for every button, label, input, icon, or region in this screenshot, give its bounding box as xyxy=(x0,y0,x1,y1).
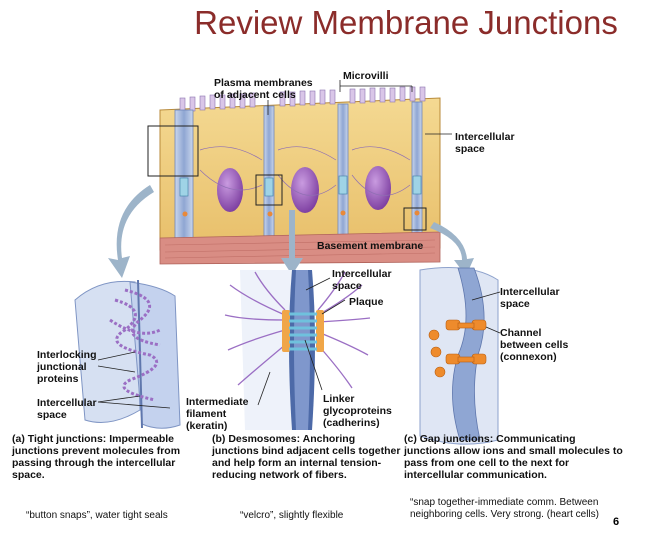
label-channel-connexon: Channel between cells (connexon) xyxy=(500,327,569,363)
caption-b-heading: (b) Desmosomes: xyxy=(212,433,301,445)
label-intercellular-space-b: Intercellular space xyxy=(332,268,392,292)
caption-tight-junctions: (a) Tight junctions: Impermeable junctio… xyxy=(12,433,202,481)
label-microvilli: Microvilli xyxy=(343,70,389,82)
caption-gap-junctions: (c) Gap junctions: Communicating junctio… xyxy=(404,433,624,481)
label-plaque: Plaque xyxy=(349,296,384,308)
panel-b-leader-lines xyxy=(257,277,346,406)
label-basement-membrane: Basement membrane xyxy=(317,240,424,252)
page-number: 6 xyxy=(613,516,620,528)
caption-a-heading: (a) Tight junctions: xyxy=(12,433,107,445)
panel-c-leader-lines xyxy=(471,291,501,334)
note-tight-junctions: “button snaps”, water tight seals xyxy=(26,510,168,521)
note-gap-junctions: “snap together-immediate comm. Between n… xyxy=(410,497,599,520)
label-intermediate-filament: Intermediate filament (keratin) xyxy=(186,396,249,432)
desmosome-illustration xyxy=(224,270,371,430)
gap-junction-illustration xyxy=(419,267,499,445)
epithelium-illustration xyxy=(147,86,441,265)
caption-c-body: Communicating junctions allow ions and s… xyxy=(404,433,623,481)
label-linker-glycoproteins: Linker glycoproteins (cadherins) xyxy=(323,393,392,429)
slide-title: Review Membrane Junctions xyxy=(194,4,618,41)
tight-junction-illustration xyxy=(74,279,181,429)
caption-c-heading: (c) Gap junctions: xyxy=(404,433,494,445)
label-intercellular-space-c: Intercellular space xyxy=(500,286,560,310)
caption-a-body: Impermeable junctions prevent molecules … xyxy=(12,433,181,481)
panel-a-leader-lines xyxy=(97,351,171,409)
label-interlocking-proteins: Interlocking junctional proteins xyxy=(37,349,97,385)
caption-b-body: Anchoring junctions bind adjacent cells … xyxy=(212,433,401,481)
caption-desmosomes: (b) Desmosomes: Anchoring junctions bind… xyxy=(212,433,402,481)
top-leader-lines xyxy=(267,80,452,135)
label-intercellular-space-top: Intercellular space xyxy=(455,131,515,155)
zoom-arrows xyxy=(108,185,474,278)
note-desmosomes: “velcro”, slightly flexible xyxy=(240,510,344,521)
label-intercellular-space-a: Intercellular space xyxy=(37,397,97,421)
label-plasma-membranes: Plasma membranes of adjacent cells xyxy=(214,77,313,101)
